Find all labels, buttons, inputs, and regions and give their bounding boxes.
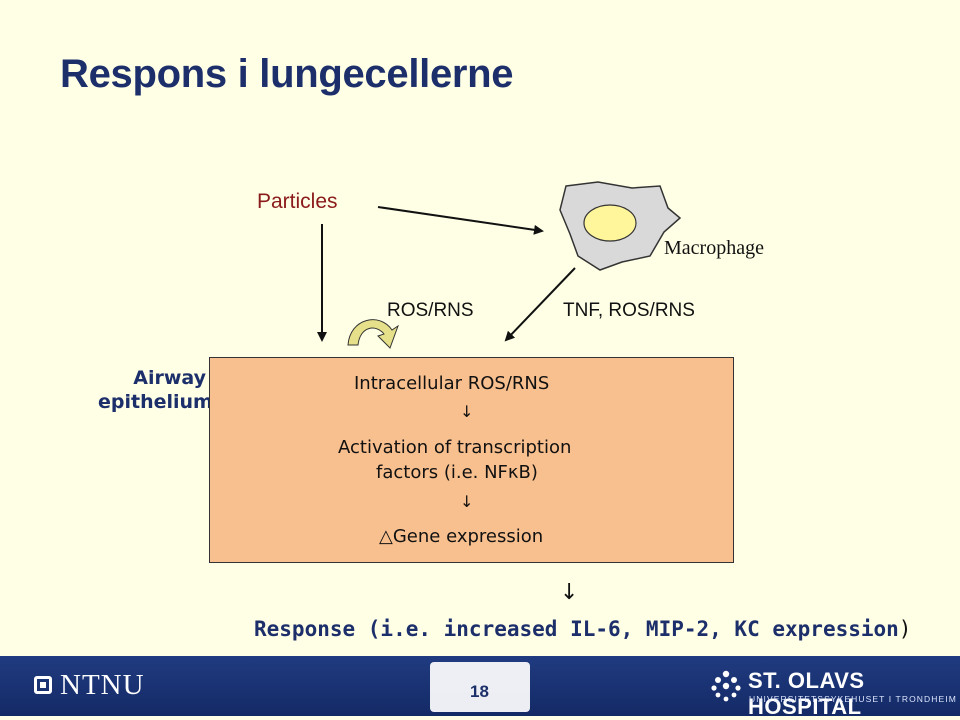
airway-label-line1: Airway <box>133 367 206 389</box>
macrophage-to-epithelium-arrow <box>504 267 576 342</box>
response-close-paren: ) <box>898 617 912 641</box>
box-line-activation: Activation of transcription <box>338 437 572 458</box>
ros-rns-label: ROS/RNS <box>387 300 474 321</box>
triangle-icon: △ <box>379 526 393 547</box>
st-olavs-hospital-subtitle: UNIVERSITETSSYKEHUSET I TRONDHEIM <box>749 694 957 704</box>
particles-to-macrophage-arrow <box>377 206 544 235</box>
airway-label-line2: epithelium <box>98 391 213 413</box>
particles-label: Particles <box>257 190 338 213</box>
page-number: 18 <box>470 682 489 701</box>
box-line-factors: factors (i.e. NFκB) <box>376 462 538 483</box>
macrophage-label: Macrophage <box>664 237 764 259</box>
response-down-arrow: ↓ <box>560 580 579 605</box>
tnf-ros-rns-label: TNF, ROS/RNS <box>563 300 695 321</box>
epithelium-process-box <box>209 357 734 563</box>
gene-expression-text: Gene expression <box>392 526 544 547</box>
page-number-panel <box>430 662 530 712</box>
box-down-arrow-2: ↓ <box>460 492 474 511</box>
response-text: Response (i.e. increased IL-6, MIP-2, KC… <box>254 617 899 641</box>
ntnu-logo-text: NTNU <box>60 669 145 701</box>
response-label: Response (i.e. increased IL-6, MIP-2, KC… <box>254 617 911 641</box>
box-line-gene-expression: △Gene expression <box>379 526 543 547</box>
ntnu-logo-icon <box>34 676 52 694</box>
macrophage-nucleus <box>583 204 637 242</box>
ros-loop-arrow <box>347 319 399 349</box>
airway-epithelium-label: Airway epithelium <box>98 366 213 414</box>
box-line-intracellular: Intracellular ROS/RNS <box>354 373 550 394</box>
st-olavs-hospital-name: ST. OLAVS HOSPITAL <box>748 668 865 719</box>
slide-title: Respons i lungecellerne <box>60 52 514 96</box>
box-down-arrow-1: ↓ <box>460 402 474 421</box>
st-olavs-logo-icon <box>711 670 741 702</box>
